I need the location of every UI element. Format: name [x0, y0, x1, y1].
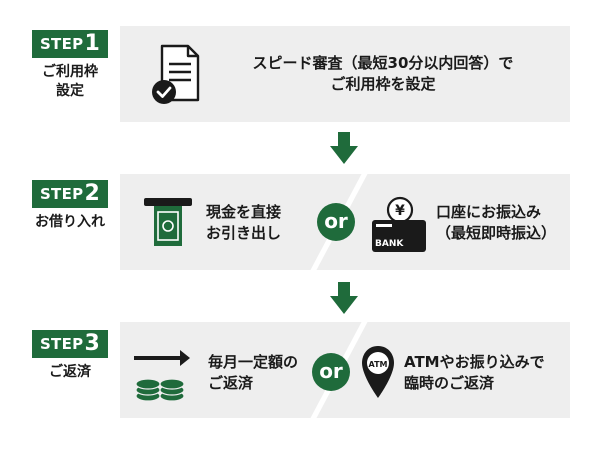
down-arrow-icon: [330, 132, 358, 164]
step-3-right-text: ATMやお振り込みで 臨時のご返済: [404, 353, 545, 392]
step-2-label: STEP2 お借り入れ: [24, 180, 116, 232]
atm-label: ATM: [369, 360, 388, 369]
step-2-panel: 現金を直接 お引き出し or ¥ BANK 口座にお振込み （最短即時振込）: [120, 174, 570, 270]
bank-label: BANK: [375, 239, 404, 249]
step-2-left-text: 現金を直接 お引き出し: [206, 203, 282, 242]
step-1-label: STEP1 ご利用枠 設定: [24, 30, 116, 101]
coins-arrow-icon: [134, 350, 190, 402]
svg-text:¥: ¥: [395, 203, 405, 219]
down-arrow-icon: [330, 282, 358, 314]
step-1-panel: スピード審査（最短30分以内回答）で ご利用枠を設定: [120, 26, 570, 122]
step-3-badge: STEP3: [31, 330, 109, 358]
document-check-icon: [152, 44, 200, 104]
step-2-right-text: 口座にお振込み （最短即時振込）: [436, 203, 557, 242]
bank-card-yen-icon: ¥ BANK: [372, 196, 426, 252]
atm-location-pin-icon: ATM: [362, 346, 394, 398]
step-3-title: ご返済: [49, 364, 91, 380]
step-2-badge: STEP2: [31, 180, 109, 208]
atm-cash-icon: [144, 198, 192, 246]
step-3-panel: 毎月一定額の ご返済 or ATM ATMやお振り込みで 臨時のご返済: [120, 322, 570, 418]
step-1-title: ご利用枠 設定: [42, 64, 98, 99]
step-3-left-text: 毎月一定額の ご返済: [208, 353, 299, 392]
or-badge: or: [317, 203, 355, 241]
or-badge: or: [312, 353, 350, 391]
step-1-description: スピード審査（最短30分以内回答）で ご利用枠を設定: [252, 54, 514, 93]
step-2-title: お借り入れ: [35, 214, 105, 230]
step-1-badge: STEP1: [31, 30, 109, 58]
step-3-label: STEP3 ご返済: [24, 330, 116, 382]
